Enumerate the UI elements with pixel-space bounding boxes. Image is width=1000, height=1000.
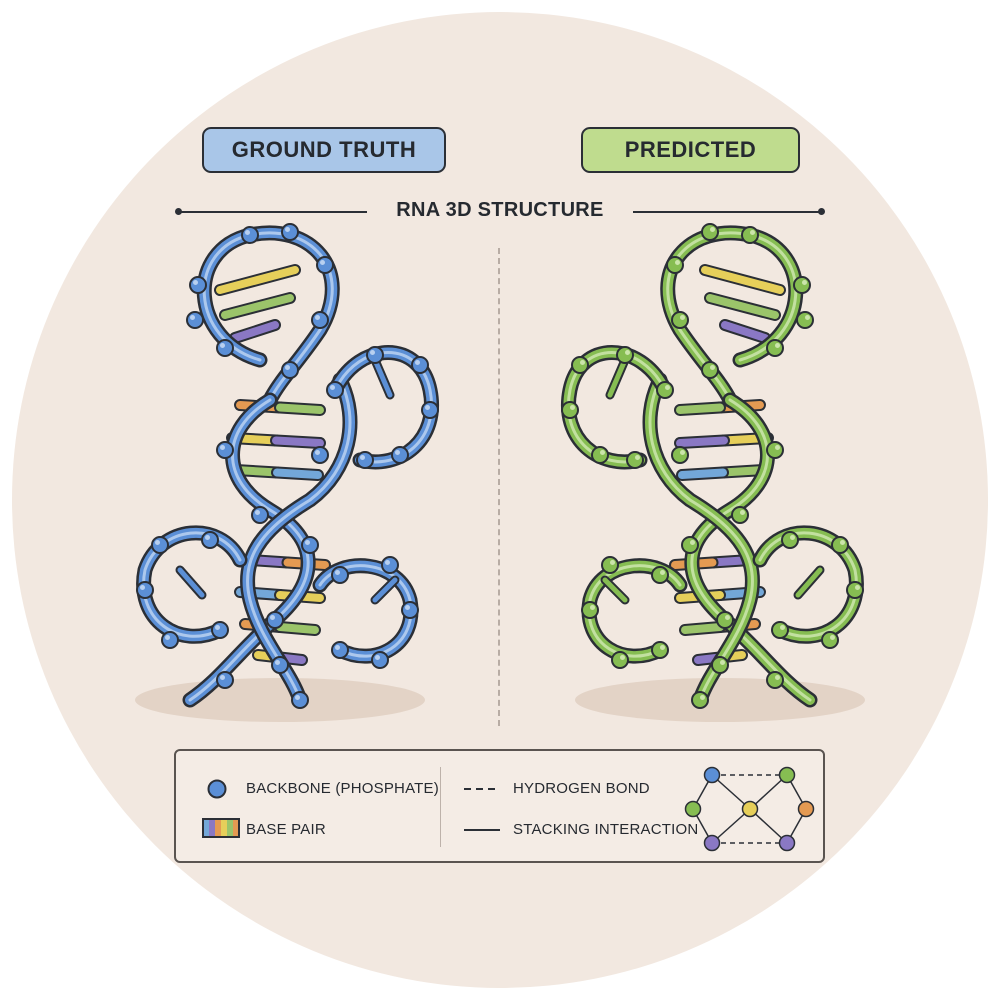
base-pair (706, 294, 779, 319)
rna-group (135, 223, 439, 722)
base-pair (678, 468, 727, 479)
base-pair (276, 403, 324, 414)
phosphate-bead (701, 361, 719, 379)
title-rule-left (177, 211, 367, 213)
phosphate-bead (831, 536, 849, 554)
legend-base-pair-label: BASE PAIR (246, 821, 326, 838)
phosphate-bead (601, 556, 619, 574)
phosphate-bead (671, 446, 689, 464)
phosphate-bead (651, 566, 669, 584)
legend-backbone-label: BACKBONE (PHOSPHATE) (246, 780, 439, 797)
title-rule-right (633, 211, 823, 213)
phosphate-bead (793, 276, 811, 294)
phosphate-bead (561, 401, 579, 419)
legend-stacking-label: STACKING INTERACTION (513, 821, 699, 838)
phosphate-bead (796, 311, 814, 329)
title-row: RNA 3D STRUCTURE (175, 197, 825, 227)
phosphate-bead (681, 536, 699, 554)
phosphate-bead (731, 506, 749, 524)
base-pair (231, 321, 279, 342)
base-pair (221, 294, 294, 319)
base-pair (272, 436, 324, 447)
phosphate-bead (716, 611, 734, 629)
base-pair (681, 623, 724, 634)
diagram-title: RNA 3D STRUCTURE (396, 199, 604, 221)
phosphate-bead (821, 631, 839, 649)
base-pair (276, 623, 319, 634)
base-pair (701, 266, 784, 294)
phosphate-bead (766, 441, 784, 459)
phosphate-bead (781, 531, 799, 549)
ground-truth-label: GROUND TRUTH (202, 127, 446, 173)
center-divider (498, 248, 500, 726)
phosphate-bead (656, 381, 674, 399)
rna-group (561, 223, 865, 722)
base-pair (676, 403, 724, 414)
phosphate-bead (666, 256, 684, 274)
phosphate-bead (671, 311, 689, 329)
phosphate-bead (626, 451, 644, 469)
legend-hydrogen-bond-label: HYDROGEN BOND (513, 780, 650, 797)
phosphate-bead (846, 581, 864, 599)
phosphate-bead (771, 621, 789, 639)
legend-graphics (202, 766, 815, 852)
base-pair (216, 266, 299, 294)
phosphate-bead (691, 691, 709, 709)
backbone-icon (207, 779, 227, 799)
base-pair (721, 321, 769, 342)
predicted-label: PREDICTED (581, 127, 800, 173)
phosphate-bead (741, 226, 759, 244)
phosphate-bead (571, 356, 589, 374)
phosphate-bead (591, 446, 609, 464)
phosphate-bead (581, 601, 599, 619)
phosphate-bead (611, 651, 629, 669)
legend-separator (440, 767, 441, 847)
phosphate-bead (766, 339, 784, 357)
ground-shadow (575, 678, 865, 722)
base-pair-icon (202, 818, 240, 838)
legend-box: BACKBONE (PHOSPHATE) BASE PAIR HYDROGEN … (174, 749, 825, 863)
title-dot-right (818, 208, 825, 215)
base-pair (676, 436, 728, 447)
network-icon (684, 766, 815, 852)
base-pair (273, 468, 322, 479)
phosphate-bead (616, 346, 634, 364)
phosphate-bead (766, 671, 784, 689)
phosphate-bead (701, 223, 719, 241)
phosphate-bead (711, 656, 729, 674)
phosphate-bead (651, 641, 669, 659)
